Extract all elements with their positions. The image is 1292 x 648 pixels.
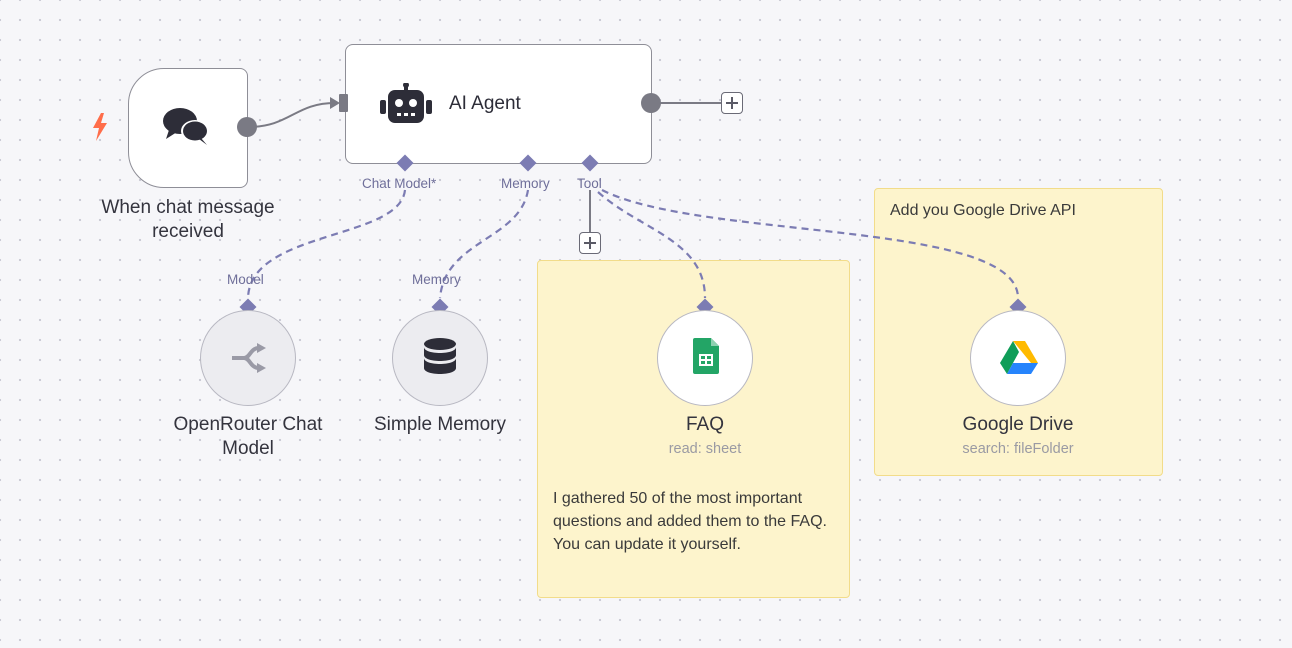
ai-agent-node[interactable]: AI Agent [345,44,652,164]
google-drive-node[interactable] [970,310,1066,406]
faq-wire [597,191,707,299]
model-port-label: Model [227,272,264,287]
memory-port-label: Memory [501,176,550,191]
trigger-to-agent-wire [247,102,336,128]
ai-agent-title: AI Agent [449,93,521,114]
sticky-note-faq-text: I gathered 50 of the most important ques… [553,490,827,553]
trigger-bolt-icon [93,113,107,141]
chat-trigger-node[interactable] [128,68,248,188]
faq-node-subtitle: read: sheet [668,441,742,457]
openrouter-icon [232,343,266,373]
robot-icon [380,83,432,123]
trigger-output-port[interactable] [237,117,257,137]
agent-output-port[interactable] [641,93,661,113]
faq-sheets-node[interactable] [657,310,753,406]
add-next-node-button[interactable] [721,92,743,114]
sticky-note-drive[interactable]: Add you Google Drive API [874,188,1163,476]
google-drive-node-subtitle: search: fileFolder [962,441,1074,457]
sticky-note-faq[interactable]: I gathered 50 of the most important ques… [537,260,850,598]
google-drive-icon [1000,341,1038,374]
google-sheets-icon [693,338,719,374]
simple-memory-node-title: Simple Memory [374,414,506,435]
chat-model-port-label: Chat Model* [362,176,437,191]
agent-input-port[interactable] [339,94,348,112]
faq-node-title: FAQ [685,414,724,435]
simple-memory-node[interactable] [392,310,488,406]
model-wire [246,189,407,299]
openrouter-chat-model-node[interactable] [200,310,296,406]
tool-port-label: Tool [577,176,602,191]
sticky-note-drive-text: Add you Google Drive API [890,202,1076,219]
trigger-node-title: When chat message received [101,197,275,242]
database-icon [424,338,456,374]
agent-input-arrow [330,97,340,109]
openrouter-node-title: OpenRouter Chat Model [173,414,323,459]
add-tool-button[interactable] [579,232,601,254]
google-drive-node-title: Google Drive [962,414,1074,435]
drive-wire [601,189,1020,299]
memory-node-port-label: Memory [412,272,461,287]
chat-bubbles-icon [163,108,209,145]
memory-wire [438,189,530,299]
